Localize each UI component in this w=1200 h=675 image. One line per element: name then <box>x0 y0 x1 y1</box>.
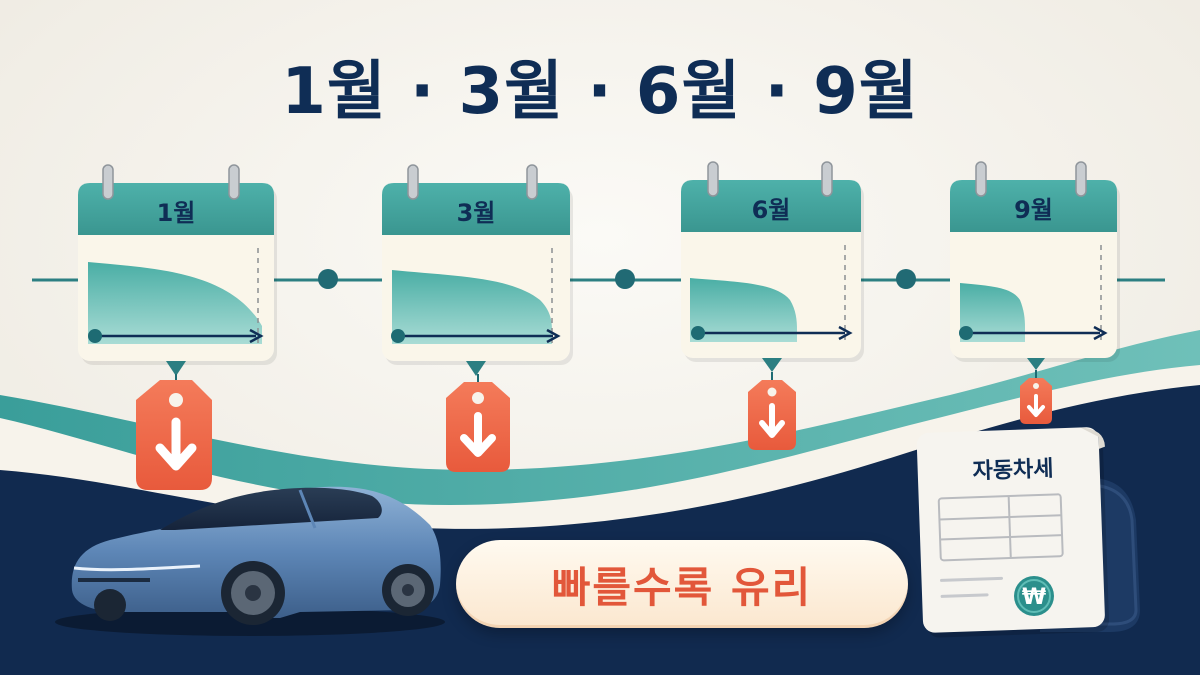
won-symbol: ₩ <box>1022 585 1046 610</box>
calendar-icon <box>78 164 277 376</box>
price-tag-down-arrow-icon <box>136 374 212 490</box>
calendar-month-label: 9월 <box>1014 196 1053 224</box>
won-coin-icon: ₩ <box>1014 576 1054 616</box>
price-tag-down-arrow-icon <box>748 372 796 450</box>
tax-document-title: 자동차세 <box>972 456 1054 485</box>
calendar-month-label: 6월 <box>751 196 791 224</box>
calendar-icon <box>950 161 1120 370</box>
slogan-banner: 빠를수록 유리 <box>456 540 908 628</box>
slogan-text: 빠를수록 유리 <box>551 562 813 612</box>
calendar-icon <box>681 161 864 372</box>
price-tag-down-arrow-icon <box>1020 370 1052 424</box>
car-icon <box>55 486 445 636</box>
tax-document-icon: ₩ <box>916 427 1140 638</box>
calendar-month-label: 3월 <box>456 199 496 227</box>
timeline-dots <box>318 269 916 289</box>
price-tag-down-arrow-icon <box>446 374 510 472</box>
page-title: 1월 · 3월 · 6월 · 9월 <box>281 55 919 129</box>
calendar-month-label: 1월 <box>156 199 196 227</box>
calendar-icon <box>382 164 573 376</box>
